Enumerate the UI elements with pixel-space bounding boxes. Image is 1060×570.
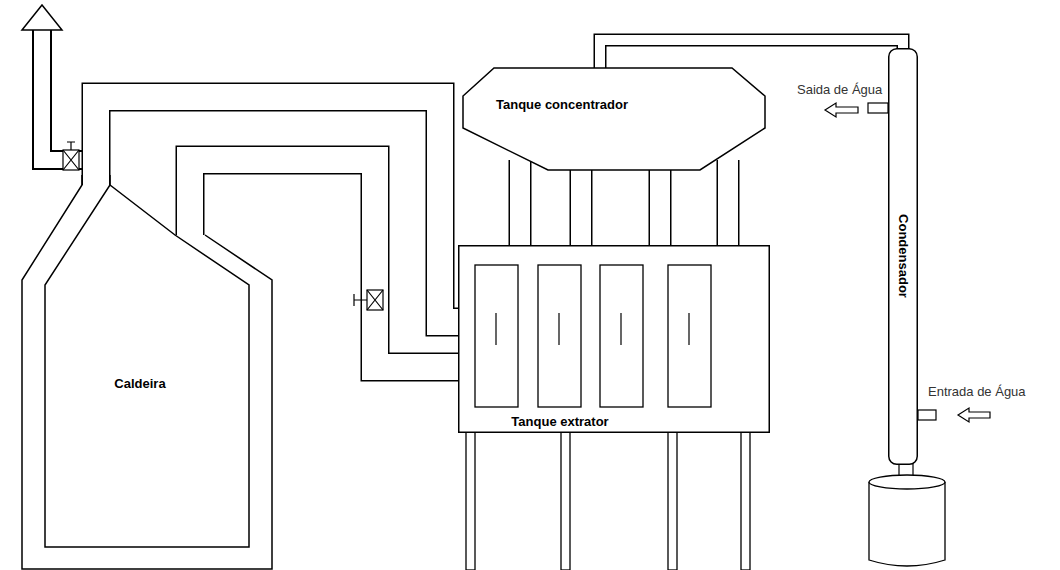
bucket	[869, 482, 945, 566]
concentrator-tank-outline	[462, 66, 766, 172]
extractor-tank-outline	[458, 245, 770, 433]
water-label: Saida de Água	[797, 82, 882, 97]
pipe	[520, 160, 521, 251]
valve-handle	[354, 290, 383, 310]
bucket-rim	[869, 475, 945, 489]
pipe	[728, 160, 729, 251]
tank-legs	[466, 432, 750, 570]
node-label: Caldeira	[114, 376, 165, 391]
inlet-arrow	[958, 408, 990, 422]
node-label: Condensador	[896, 214, 911, 298]
concentrator-tank: Tanque concentrador	[462, 66, 766, 172]
extractor-tank: Tanque extrator	[458, 245, 770, 433]
exhaust-pipe-inner	[42, 27, 84, 160]
boiler: Caldeira	[22, 85, 272, 570]
condenser: Condensador	[888, 48, 918, 465]
pipe	[660, 160, 661, 251]
water-outlet	[868, 103, 888, 113]
outlet-arrow	[825, 103, 858, 117]
valve-handle	[63, 142, 79, 170]
water-label: Entrada de Água	[928, 384, 1026, 399]
pipe	[581, 160, 582, 251]
node-label: Tanque concentrador	[496, 97, 628, 112]
node-label: Tanque extrator	[511, 414, 608, 429]
water-inlet	[918, 410, 936, 420]
pipe	[600, 40, 903, 70]
exhaust-arrow	[22, 5, 62, 30]
boiler-outline	[22, 85, 272, 570]
